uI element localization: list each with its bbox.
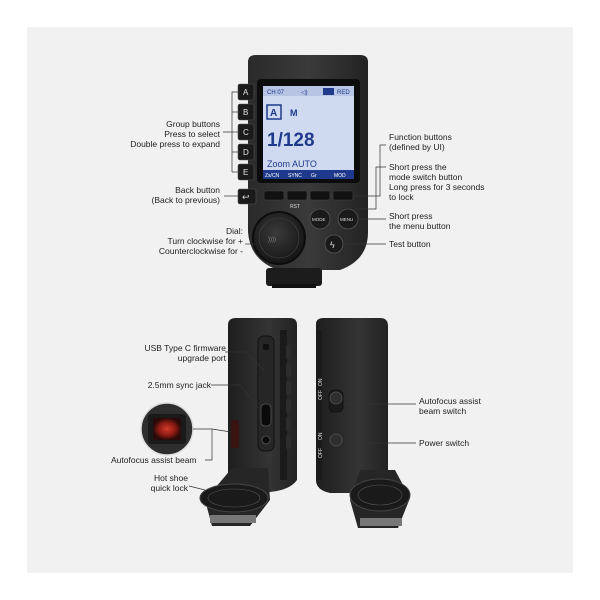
lcd-softkey-label: Gr <box>311 173 317 179</box>
lcd-softkeys: Zs/CN SYNC Gr MOD <box>265 173 346 179</box>
lcd-status-right: RED <box>337 90 350 96</box>
right-side-body <box>316 318 388 493</box>
lcd-mode: M <box>290 108 298 118</box>
callout-af-switch: Autofocus assist beam switch <box>419 396 481 416</box>
group-button-label: C <box>243 128 249 137</box>
mode-button[interactable] <box>309 208 331 230</box>
af-assist-switch[interactable] <box>329 391 343 405</box>
lcd-screen <box>263 86 354 179</box>
shoe-lock-ring-right[interactable] <box>349 478 411 512</box>
callout-group-buttons: Group buttons Press to select Double pre… <box>130 119 220 149</box>
hot-shoe-front <box>266 268 322 286</box>
menu-button-label: MENU <box>340 217 353 222</box>
lcd-battery-icon <box>323 88 334 95</box>
group-button-label: D <box>243 148 249 157</box>
leader-lines <box>188 91 416 491</box>
af-beam-emitter <box>153 418 181 440</box>
callout-mode-button: Short press the mode switch button Long … <box>389 162 485 202</box>
test-lightning-icon: ϟ <box>330 240 335 250</box>
function-button-4[interactable] <box>332 190 354 201</box>
rst-label: RST <box>290 204 300 210</box>
power-switch[interactable] <box>329 433 343 447</box>
group-button-label: E <box>243 168 248 177</box>
callout-dial: Dial: Turn clockwise for + Counterclockw… <box>158 226 243 256</box>
group-button-label: A <box>243 88 249 97</box>
callout-sync-jack: 2.5mm sync jack <box>147 380 211 390</box>
callout-back-button: Back button (Back to previous) <box>151 185 221 205</box>
right-side-view: OFF ON OFF ON <box>316 318 411 528</box>
dial[interactable] <box>252 211 306 265</box>
lcd-zoom: Zoom AUTO <box>267 159 317 169</box>
af-beam-inset <box>140 402 194 456</box>
callout-power-switch: Power switch <box>419 438 470 448</box>
mode-button-label: MODE <box>312 217 326 222</box>
back-button[interactable] <box>237 188 257 205</box>
lcd-group: A <box>270 108 277 119</box>
port-cover <box>257 335 275 452</box>
lcd-softkey-label: Zs/CN <box>265 173 280 179</box>
usb-c-port[interactable] <box>260 403 272 427</box>
callout-hot-shoe: Hot shoe quick lock <box>150 473 188 493</box>
sync-jack[interactable] <box>261 435 271 445</box>
function-button-3[interactable] <box>309 190 331 201</box>
back-arrow-icon: ↩ <box>242 192 250 202</box>
power-on-label: ON <box>318 432 324 440</box>
shoe-lock-ring-left[interactable] <box>199 483 269 513</box>
front-view: CH 07 ◁) RED A M 1/128 Zoom AUTO Zs/CN SY… <box>237 55 368 288</box>
callout-usb-port: USB Type C firmware upgrade port <box>144 343 226 363</box>
callout-test-button: Test button <box>389 239 431 249</box>
power-off-label: OFF <box>318 448 324 458</box>
callout-function-buttons: Function buttons (defined by UI) <box>389 132 452 152</box>
lcd-softkey-label: MOD <box>334 173 346 179</box>
af-switch-on-label: ON <box>318 378 324 386</box>
function-button-2[interactable] <box>286 190 308 201</box>
group-button-label: B <box>243 108 248 117</box>
lcd-softkey-label: SYNC <box>288 173 302 179</box>
left-side-view <box>199 318 297 526</box>
function-button-1[interactable] <box>263 190 285 201</box>
group-buttons: A B C D E <box>237 83 255 181</box>
af-beam-window <box>231 420 239 448</box>
lcd-channel: CH 07 <box>267 90 285 96</box>
lcd-power: 1/128 <box>267 130 315 151</box>
callout-menu-button: Short press the menu button <box>389 211 451 231</box>
dial-grip-icon: )))) <box>268 237 276 243</box>
callout-af-beam: Autofocus assist beam <box>111 455 197 465</box>
af-switch-off-label: OFF <box>318 390 324 400</box>
lcd-speaker-icon: ◁) <box>301 90 308 96</box>
